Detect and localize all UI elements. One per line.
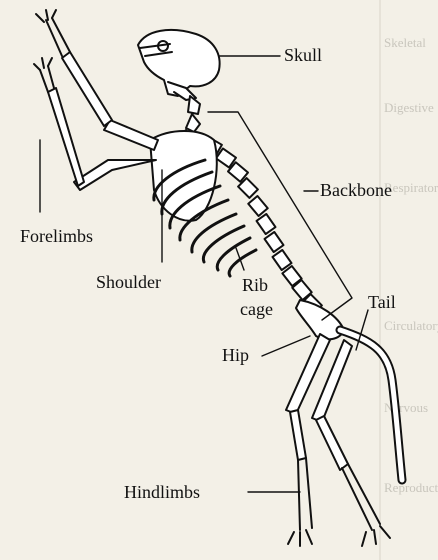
forelimbs-label: Forelimbs bbox=[20, 226, 93, 246]
rib-label: Rib bbox=[242, 275, 268, 295]
backbone-label: Backbone bbox=[320, 180, 392, 200]
hip-label: Hip bbox=[222, 345, 249, 365]
shoulder-blade bbox=[150, 131, 217, 221]
shoulder-label: Shoulder bbox=[96, 272, 161, 292]
hip-leader bbox=[262, 336, 310, 356]
tail-label: Tail bbox=[368, 292, 396, 312]
forelimb-bones bbox=[34, 10, 158, 190]
skull-bones bbox=[138, 30, 220, 100]
hindlimb-bones bbox=[286, 334, 390, 546]
cage-label: cage bbox=[240, 299, 273, 319]
hindlimbs-label: Hindlimbs bbox=[124, 482, 200, 502]
skull-label: Skull bbox=[284, 45, 322, 65]
